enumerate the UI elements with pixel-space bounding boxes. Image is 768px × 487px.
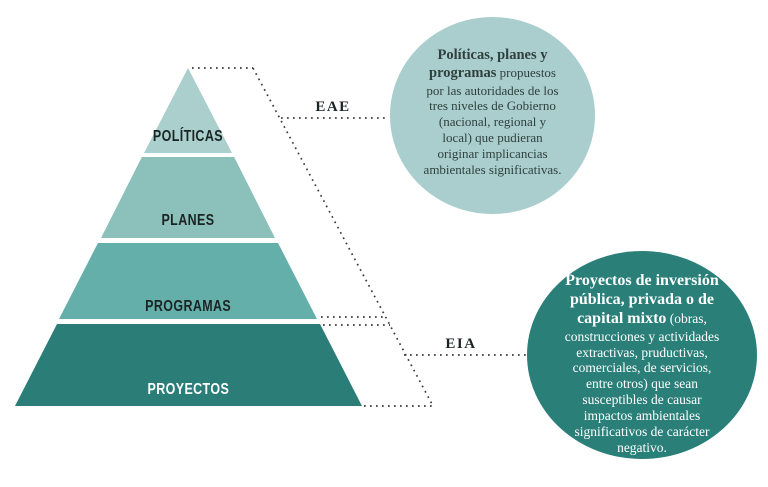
eae-connector-label: EAE (315, 99, 351, 115)
eia-bubble-body: (obras, construcciones y actividades ext… (564, 310, 720, 456)
pyramid-label-programas: PROGRAMAS (144, 298, 232, 315)
eae-bubble-heading: Políticas, planes y programas (429, 47, 548, 81)
pyramid-label-politicas: POLÍTICAS (152, 128, 224, 145)
pyramid-label-proyectos: PROYECTOS (147, 381, 229, 398)
pyramid-label-planes: PLANES (161, 212, 215, 229)
eae-bubble-body: propuestos por las autoridades de los tr… (423, 64, 562, 177)
eae-bubble: Políticas, planes y programas propuestos… (390, 17, 595, 214)
eae-bubble-text: Políticas, planes y programas propuestos… (403, 47, 583, 184)
eia-bubble: Proyectos de inversión pública, privada … (527, 251, 757, 459)
eia-connector-label: EIA (445, 336, 477, 352)
eia-bubble-text: Proyectos de inversión pública, privada … (538, 254, 746, 456)
eia-bubble-heading: Proyectos de inversión pública, privada … (565, 272, 719, 327)
